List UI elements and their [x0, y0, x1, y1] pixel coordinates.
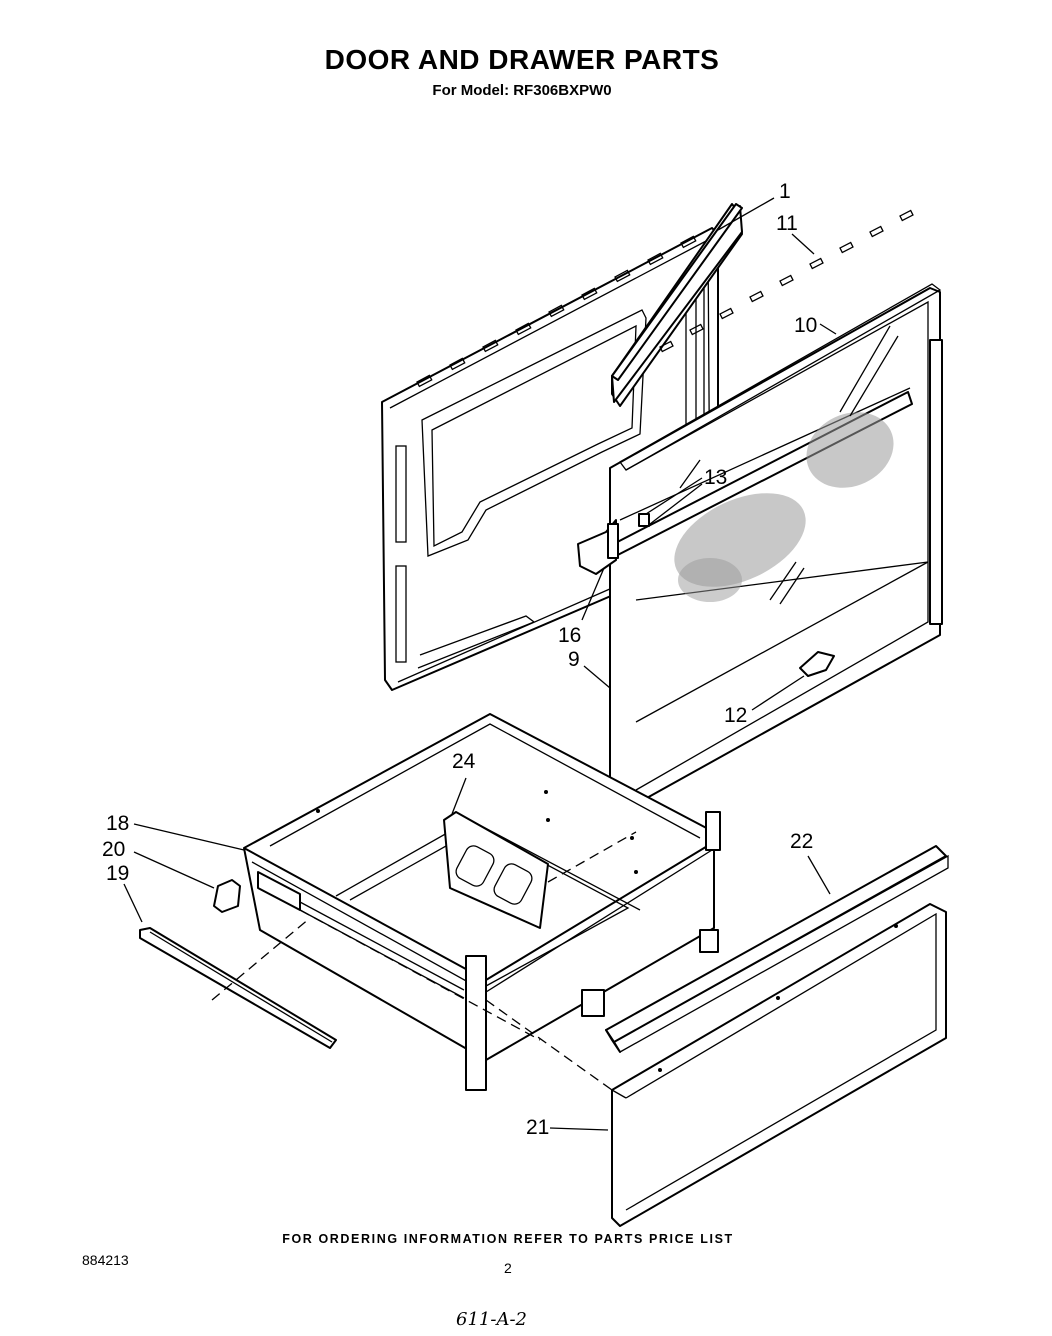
callout-19: 19: [106, 862, 129, 885]
document-number: 884213: [82, 1252, 129, 1268]
callout-10: 10: [794, 314, 817, 337]
alignment-line: [547, 831, 637, 883]
leader-lines: [123, 197, 837, 1131]
callout-labels: 1 11 10 13 16 9 12 24 18 20 19 22 21: [102, 180, 817, 1139]
handle-clip: [799, 651, 835, 677]
alignment-line: [299, 909, 541, 1041]
drawer-back-bracket: [443, 811, 549, 929]
callout-24: 24: [452, 750, 476, 773]
window-glass-texture: [674, 412, 894, 602]
alignment-line: [485, 999, 613, 1091]
page-title: DOOR AND DRAWER PARTS: [324, 44, 720, 75]
inner-door-frame: [597, 283, 943, 813]
spring-clip: [638, 513, 650, 527]
drawer-front-rail: [605, 845, 949, 1053]
drawer-glide: [213, 879, 241, 913]
alignment-line: [211, 917, 311, 1001]
page-number: 2: [504, 1260, 512, 1276]
door-hinge: [577, 519, 619, 575]
handwritten-reference: 611-A-2: [456, 1309, 527, 1330]
callout-11: 11: [776, 212, 798, 235]
drawer-front-panel: [611, 903, 947, 1227]
callout-20: 20: [102, 838, 125, 861]
callout-9: 9: [568, 648, 580, 671]
callout-18: 18: [106, 812, 129, 835]
callout-16: 16: [558, 624, 581, 647]
callout-13: 13: [704, 466, 727, 489]
callout-1: 1: [779, 180, 791, 203]
model-subtitle: For Model: RF306BXPW0: [432, 82, 612, 99]
drawer-rail-strip: [139, 927, 337, 1049]
callout-12: 12: [724, 704, 747, 727]
vent-channel: [611, 203, 914, 407]
ordering-info-note: FOR ORDERING INFORMATION REFER TO PARTS …: [282, 1232, 734, 1246]
callout-21: 21: [526, 1116, 549, 1139]
callout-22: 22: [790, 830, 813, 853]
